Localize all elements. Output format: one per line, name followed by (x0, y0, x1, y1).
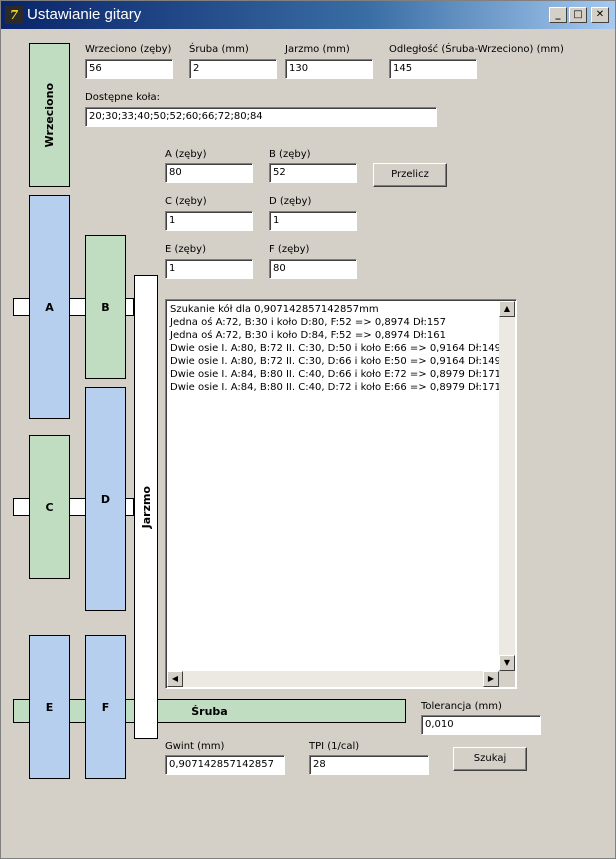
results-output[interactable]: Szukanie kół dla 0,907142857142857mm Jed… (165, 299, 517, 689)
tpi-input[interactable]: 28 (309, 755, 429, 775)
wrzeciono-block-label: Wrzeciono (43, 82, 56, 148)
scroll-corner (499, 671, 515, 687)
kola-label: Dostępne koła: (85, 92, 161, 103)
sruba-label: Śruba (mm) (189, 44, 249, 55)
gear-a-block: A (29, 195, 70, 419)
b-label: B (zęby) (269, 149, 311, 160)
gwint-label: Gwint (mm) (165, 741, 225, 752)
results-line: Szukanie kół dla 0,907142857142857mm (170, 304, 379, 315)
results-line: Dwie osie I. A:80, B:72 II. C:30, D:50 i… (170, 343, 501, 354)
wrzeciono-label: Wrzeciono (zęby) (85, 44, 172, 55)
results-line: Jedna oś A:72, B:30 i koło D:80, F:52 =>… (170, 317, 447, 328)
vertical-scrollbar[interactable]: ▲ ▼ (499, 301, 515, 671)
f-input[interactable]: 80 (269, 259, 357, 279)
gwint-input[interactable]: 0,907142857142857 (165, 755, 285, 775)
tolerancja-label: Tolerancja (mm) (421, 701, 502, 712)
gear-b-block: B (85, 235, 126, 379)
app-icon: 7 (5, 6, 23, 24)
gear-d-block: D (85, 387, 126, 611)
odleglosc-input[interactable]: 145 (389, 59, 477, 79)
c-input[interactable]: 1 (165, 211, 253, 231)
sruba-input[interactable]: 2 (189, 59, 277, 79)
kola-input[interactable]: 20;30;33;40;50;52;60;66;72;80;84 (85, 107, 437, 127)
e-label: E (zęby) (165, 244, 206, 255)
jarzmo-block-label: Jarzmo (139, 485, 153, 529)
gear-c-block: C (29, 435, 70, 579)
sruba-block: Śruba (13, 699, 406, 723)
c-label: C (zęby) (165, 196, 207, 207)
scroll-up-icon[interactable]: ▲ (499, 301, 515, 317)
scroll-right-icon[interactable]: ▶ (483, 671, 499, 687)
results-line: Dwie osie I. A:80, B:72 II. C:30, D:66 i… (170, 356, 501, 367)
scroll-down-icon[interactable]: ▼ (499, 655, 515, 671)
maximize-button[interactable]: □ (569, 7, 587, 23)
horizontal-scrollbar[interactable]: ◀ ▶ (167, 671, 499, 687)
a-label: A (zęby) (165, 149, 207, 160)
a-input[interactable]: 80 (165, 163, 253, 183)
d-input[interactable]: 1 (269, 211, 357, 231)
scroll-left-icon[interactable]: ◀ (167, 671, 183, 687)
results-line: Dwie osie I. A:84, B:80 II. C:40, D:66 i… (170, 369, 501, 380)
tolerancja-input[interactable]: 0,010 (421, 715, 541, 735)
b-input[interactable]: 52 (269, 163, 357, 183)
przelicz-button[interactable]: Przelicz (373, 163, 447, 187)
results-lines: Szukanie kół dla 0,907142857142857mm Jed… (170, 303, 501, 394)
title-bar[interactable]: 7 Ustawianie gitary _ □ ✕ (1, 1, 615, 29)
jarzmo-label: Jarzmo (mm) (285, 44, 350, 55)
results-line: Jedna oś A:72, B:30 i koło D:84, F:52 =>… (170, 330, 447, 341)
wrzeciono-input[interactable]: 56 (85, 59, 173, 79)
gear-e-block: E (29, 635, 70, 779)
gear-f-block: F (85, 635, 126, 779)
sruba-block-label: Śruba (191, 704, 228, 718)
results-line: Dwie osie I. A:84, B:80 II. C:40, D:72 i… (170, 382, 501, 393)
close-button[interactable]: ✕ (591, 7, 609, 23)
szukaj-button[interactable]: Szukaj (453, 747, 527, 771)
minimize-button[interactable]: _ (549, 7, 567, 23)
tpi-label: TPI (1/cal) (309, 741, 360, 752)
window-title: Ustawianie gitary (27, 6, 142, 23)
d-label: D (zęby) (269, 196, 312, 207)
jarzmo-input[interactable]: 130 (285, 59, 373, 79)
wrzeciono-block: Wrzeciono (29, 43, 70, 187)
e-input[interactable]: 1 (165, 259, 253, 279)
odleglosc-label: Odległość (Śruba-Wrzeciono) (mm) (389, 44, 564, 55)
f-label: F (zęby) (269, 244, 310, 255)
jarzmo-block: Jarzmo (134, 275, 158, 739)
